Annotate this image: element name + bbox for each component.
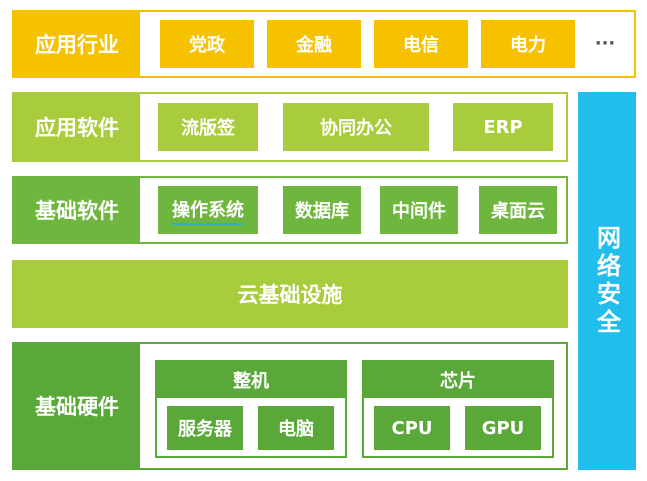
hardware-row-label: 基础硬件 bbox=[14, 344, 140, 468]
app-software-item-liubanqian: 流版签 bbox=[158, 103, 258, 151]
base-software-item-desktop-cloud: 桌面云 bbox=[479, 186, 557, 234]
base-software-item-os-text: 操作系统 bbox=[172, 196, 244, 225]
network-security-label: 网络安全 bbox=[592, 225, 621, 337]
industry-item-dangzheng: 党政 bbox=[160, 20, 254, 68]
industry-item-telecom: 电信 bbox=[374, 20, 468, 68]
base-software-row-label: 基础软件 bbox=[14, 178, 140, 242]
app-software-row-label: 应用软件 bbox=[14, 94, 140, 160]
network-security-column: 网络安全 bbox=[578, 92, 636, 470]
hardware-item-cpu: CPU bbox=[374, 406, 450, 450]
base-software-item-middleware: 中间件 bbox=[380, 186, 458, 234]
app-software-item-erp: ERP bbox=[453, 103, 553, 151]
hardware-item-computer: 电脑 bbox=[258, 406, 334, 450]
industry-item-power: 电力 bbox=[481, 20, 575, 68]
hardware-group-machine-title: 整机 bbox=[157, 362, 345, 398]
industry-item-finance: 金融 bbox=[267, 20, 361, 68]
industry-ellipsis: ··· bbox=[594, 32, 616, 54]
hardware-item-server: 服务器 bbox=[167, 406, 243, 450]
hardware-group-chip-title: 芯片 bbox=[364, 362, 552, 398]
hardware-item-gpu: GPU bbox=[465, 406, 541, 450]
app-software-item-oa: 协同办公 bbox=[283, 103, 429, 151]
industry-row-label: 应用行业 bbox=[14, 12, 140, 76]
cloud-infrastructure-row: 云基础设施 bbox=[12, 260, 568, 328]
base-software-item-os: 操作系统 bbox=[158, 186, 258, 234]
base-software-item-database: 数据库 bbox=[283, 186, 361, 234]
